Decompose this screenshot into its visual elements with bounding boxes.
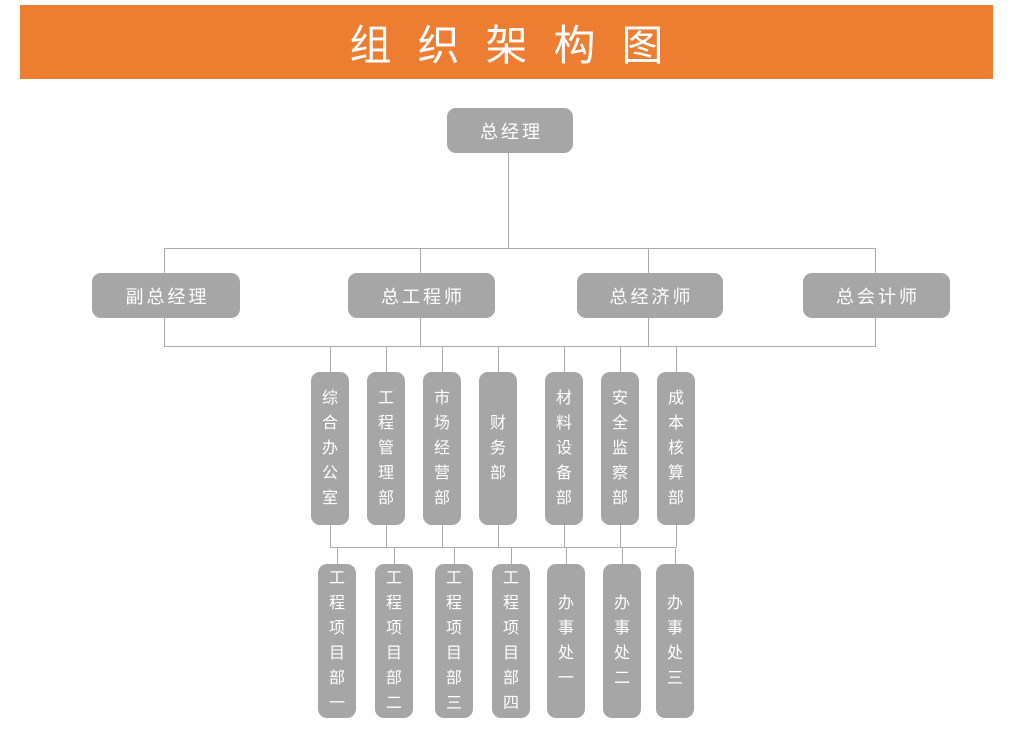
- org-node-office-3: 办事处三: [656, 564, 694, 718]
- connector-line: [566, 547, 567, 564]
- connector-line: [508, 153, 509, 248]
- org-node-safety-supervision: 安全监察部: [601, 372, 639, 525]
- connector-line: [622, 547, 623, 564]
- connector-line: [164, 248, 876, 249]
- org-node-general-manager: 总经理: [447, 108, 573, 153]
- org-node-deputy-general-manager: 副总经理: [92, 273, 240, 318]
- org-node-chief-accountant: 总会计师: [803, 273, 950, 318]
- org-node-project-dept-4: 工程项目部四: [492, 564, 530, 718]
- org-node-finance: 财务部: [479, 372, 517, 525]
- org-node-cost-accounting: 成本核算部: [657, 372, 695, 525]
- org-node-chief-engineer: 总工程师: [348, 273, 495, 318]
- connector-line: [164, 346, 876, 347]
- connector-line: [337, 547, 338, 564]
- org-node-project-dept-2: 工程项目部二: [375, 564, 413, 718]
- page-title: 组织架构图: [349, 21, 690, 69]
- org-node-office-2: 办事处二: [603, 564, 641, 718]
- org-node-chief-economist: 总经济师: [577, 273, 723, 318]
- org-node-office-1: 办事处一: [547, 564, 585, 718]
- connector-line: [394, 547, 395, 564]
- connector-line: [511, 547, 512, 564]
- connector-line: [330, 547, 676, 548]
- org-node-engineering-management: 工程管理部: [367, 372, 405, 525]
- org-node-project-dept-1: 工程项目部一: [318, 564, 356, 718]
- org-node-project-dept-3: 工程项目部三: [435, 564, 473, 718]
- org-node-market-operations: 市场经营部: [423, 372, 461, 525]
- connector-line: [675, 547, 676, 564]
- chart-title-banner: 组织架构图: [20, 5, 993, 79]
- org-node-general-office: 综合办公室: [311, 372, 349, 525]
- org-node-materials-equipment: 材料设备部: [545, 372, 583, 525]
- connector-line: [454, 547, 455, 564]
